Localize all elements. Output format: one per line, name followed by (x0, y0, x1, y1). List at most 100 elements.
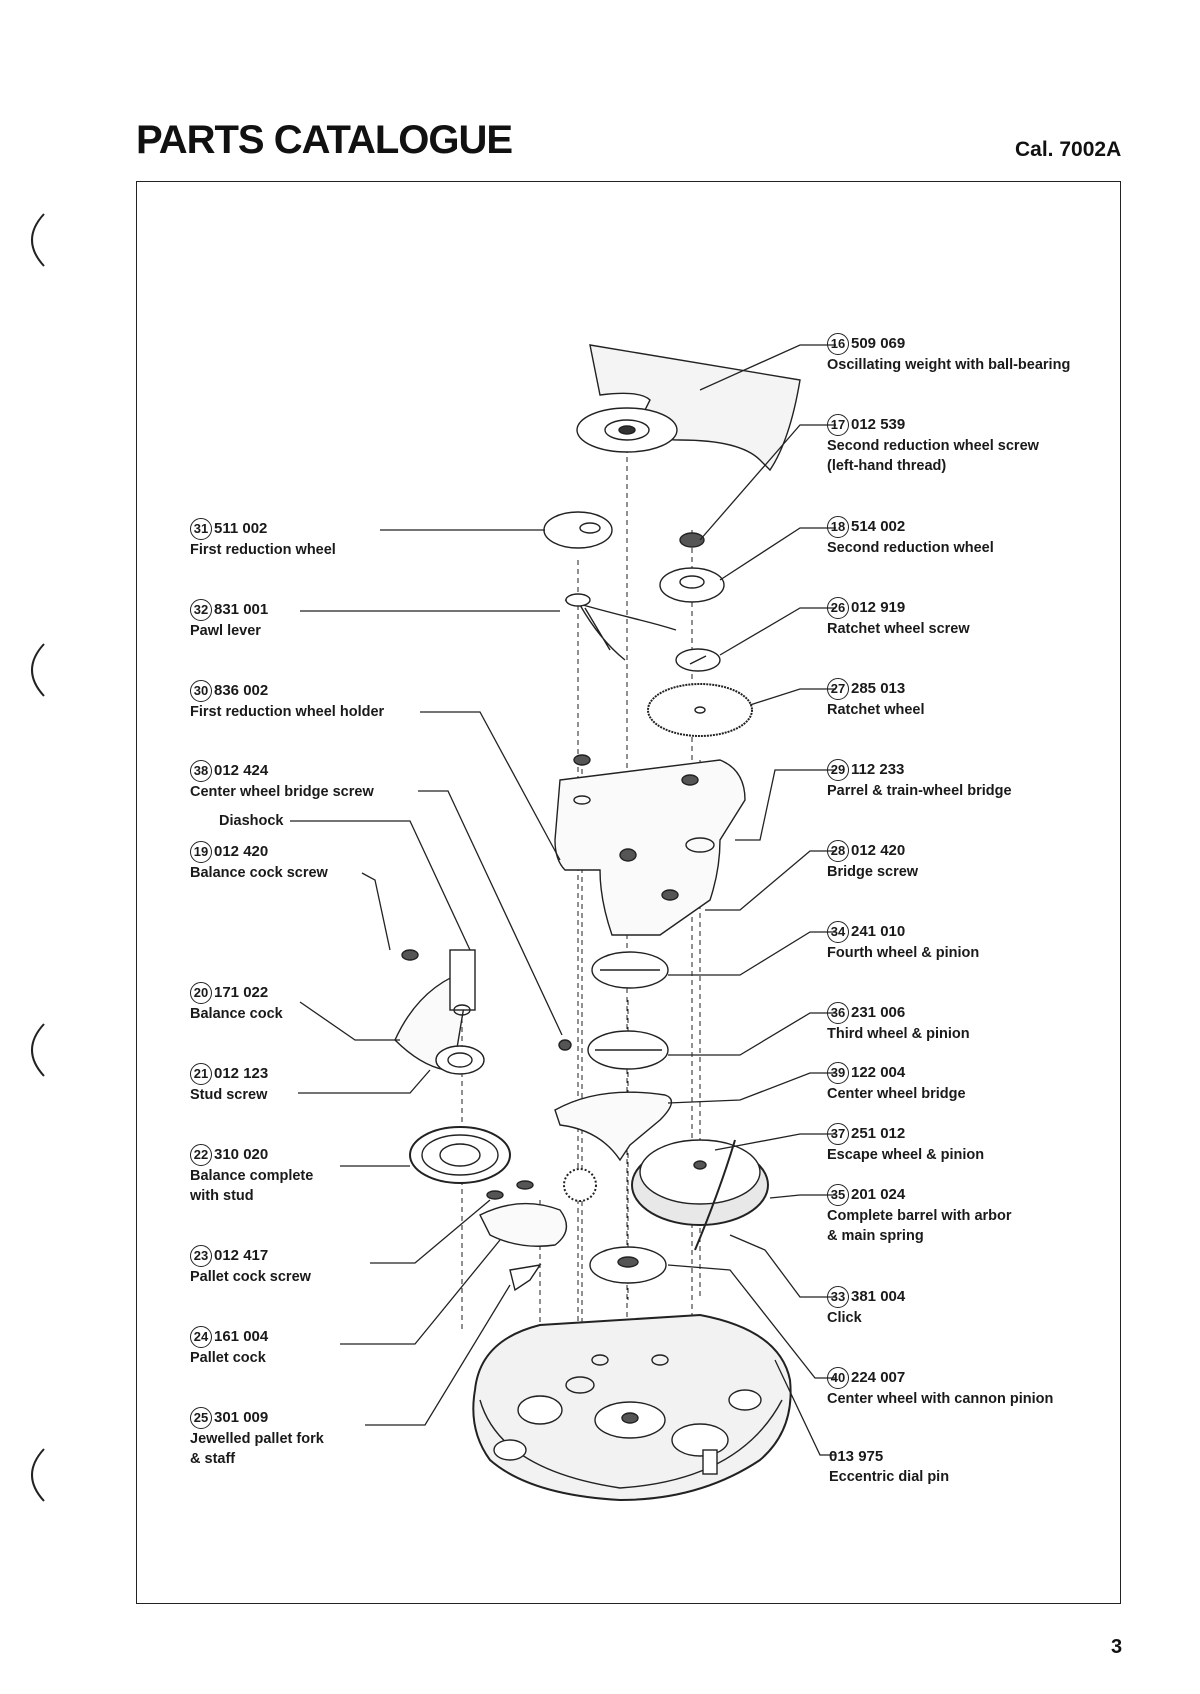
part-description: Click (827, 1310, 862, 1326)
part-description: Center wheel bridge (827, 1086, 966, 1102)
part-description: Stud screw (190, 1087, 268, 1103)
part-description: Ratchet wheel (827, 702, 925, 718)
part-code: 012 420 (851, 842, 906, 859)
part-description: Jewelled pallet fork (190, 1431, 324, 1447)
part-number-badge: 39 (827, 1062, 849, 1084)
part-number-badge: 16 (827, 333, 849, 355)
part-code: 285 013 (851, 680, 906, 697)
part-code: 224 007 (851, 1369, 906, 1386)
part-number-badge: 24 (190, 1326, 212, 1348)
part-number-badge: 19 (190, 841, 212, 863)
part-description: Third wheel & pinion (827, 1026, 970, 1042)
part-description: Ratchet wheel screw (827, 621, 970, 637)
part-description: Complete barrel with arbor (827, 1208, 1012, 1224)
part-code: 012 420 (214, 843, 269, 860)
part-number-badge: 21 (190, 1063, 212, 1085)
part-code: 013 975 (829, 1448, 884, 1465)
part-code: 509 069 (851, 335, 906, 352)
part-description: Center wheel bridge screw (190, 784, 374, 800)
part-number-badge: 32 (190, 599, 212, 621)
part-description: Bridge screw (827, 864, 919, 880)
part-number-badge: 34 (827, 921, 849, 943)
part-description: Balance cock screw (190, 865, 328, 881)
part-number-badge: 18 (827, 516, 849, 538)
part-code: 831 001 (214, 601, 269, 618)
part-description-note: & staff (190, 1451, 236, 1467)
part-code: 012 424 (214, 762, 269, 779)
part-code: 301 009 (214, 1409, 269, 1426)
part-number-badge: 22 (190, 1144, 212, 1166)
binder-hole-mark (31, 1448, 45, 1502)
part-number-badge: 31 (190, 518, 212, 540)
part-description: Second reduction wheel (827, 540, 994, 556)
binder-hole-mark (31, 643, 45, 697)
part-number-badge: 27 (827, 678, 849, 700)
caliber-label: Cal. 7002A (1015, 138, 1122, 161)
part-number-badge: 38 (190, 760, 212, 782)
part-number-badge: 23 (190, 1245, 212, 1267)
part-code: 161 004 (214, 1328, 269, 1345)
part-code: 012 919 (851, 599, 906, 616)
part-code: 514 002 (851, 518, 906, 535)
part-code: 231 006 (851, 1004, 906, 1021)
part-code: 012 417 (214, 1247, 269, 1264)
part-description: First reduction wheel (190, 542, 336, 558)
binder-hole-mark (31, 213, 45, 267)
part-description: Pallet cock screw (190, 1269, 311, 1285)
part-description: Second reduction wheel screw (827, 438, 1039, 454)
part-code: 171 022 (214, 984, 269, 1001)
part-number-badge: 26 (827, 597, 849, 619)
part-number-badge: 20 (190, 982, 212, 1004)
page-number: 3 (1111, 1636, 1123, 1658)
part-code: 511 002 (214, 520, 268, 537)
part-description: Center wheel with cannon pinion (827, 1391, 1054, 1407)
part-description-note: with stud (190, 1188, 254, 1204)
part-description: Fourth wheel & pinion (827, 945, 980, 961)
part-number-badge: 33 (827, 1286, 849, 1308)
part-code: 836 002 (214, 682, 269, 699)
part-label: 013 975 Eccentric dial pin (829, 1447, 949, 1487)
part-description: Parrel & train-wheel bridge (827, 783, 1012, 799)
part-code: 201 024 (851, 1186, 906, 1203)
part-number-badge: 37 (827, 1123, 849, 1145)
part-code: 251 012 (851, 1125, 906, 1142)
diagram-frame (136, 181, 1121, 1604)
part-description: Balance complete (190, 1168, 314, 1184)
part-number-badge: 40 (827, 1367, 849, 1389)
part-description: Pallet cock (190, 1350, 266, 1366)
part-number-badge: 36 (827, 1002, 849, 1024)
part-number-badge: 29 (827, 759, 849, 781)
page-title: PARTS CATALOGUE (136, 118, 513, 162)
part-code: 012 123 (214, 1065, 269, 1082)
part-description: Pawl lever (190, 623, 261, 639)
part-code: 310 020 (214, 1146, 269, 1163)
part-code: 122 004 (851, 1064, 906, 1081)
part-code: 112 233 (851, 761, 905, 778)
part-code: 381 004 (851, 1288, 906, 1305)
part-label: Diashock (219, 811, 283, 831)
part-description: First reduction wheel holder (190, 704, 385, 720)
